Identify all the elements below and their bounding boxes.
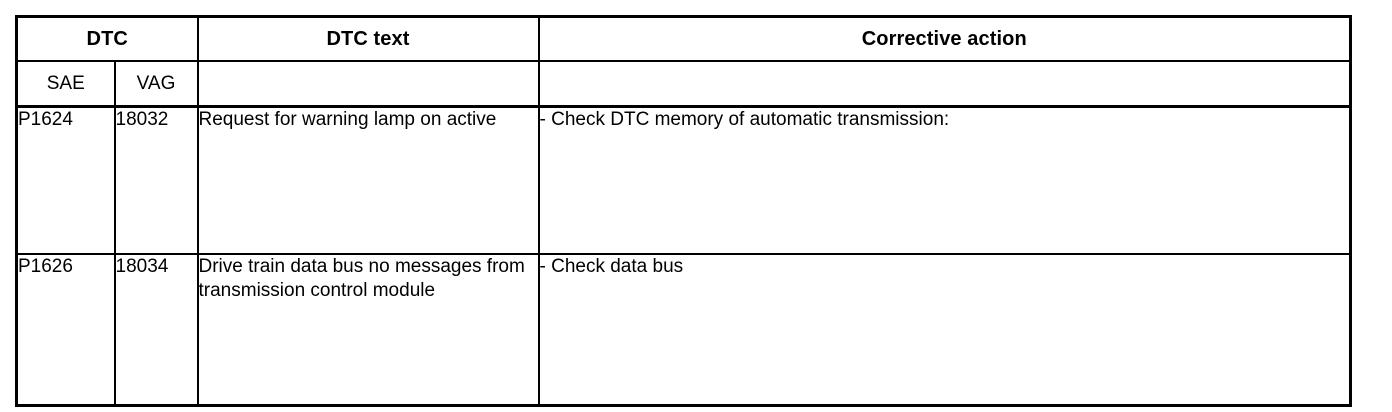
cell-corrective-action: - Check data bus <box>538 254 1351 406</box>
column-header-dtc-text: DTC text <box>197 16 540 62</box>
column-header-corrective-action: Corrective action <box>538 16 1351 62</box>
column-subheader-dtc-text-empty <box>197 61 540 108</box>
dtc-fault-code-table: DTC DTC text Corrective action SAE VAG P… <box>15 15 1352 407</box>
column-header-dtc-group: DTC <box>16 16 199 62</box>
column-header-vag: VAG <box>114 61 199 108</box>
table-row: P1624 18032 Request for warning lamp on … <box>16 106 1351 255</box>
cell-vag-code: 18034 <box>114 254 199 406</box>
cell-sae-code: P1624 <box>16 106 116 255</box>
cell-sae-code: P1626 <box>16 254 116 406</box>
cell-dtc-text: Request for warning lamp on active <box>197 106 540 255</box>
table-header-row-secondary: SAE VAG <box>16 61 1351 108</box>
cell-dtc-text: Drive train data bus no messages from tr… <box>197 254 540 406</box>
column-header-sae: SAE <box>16 61 116 108</box>
table-header-row-primary: DTC DTC text Corrective action <box>16 16 1351 62</box>
column-subheader-corrective-action-empty <box>538 61 1351 108</box>
table-row: P1626 18034 Drive train data bus no mess… <box>16 254 1351 406</box>
cell-corrective-action: - Check DTC memory of automatic transmis… <box>538 106 1351 255</box>
cell-vag-code: 18032 <box>114 106 199 255</box>
